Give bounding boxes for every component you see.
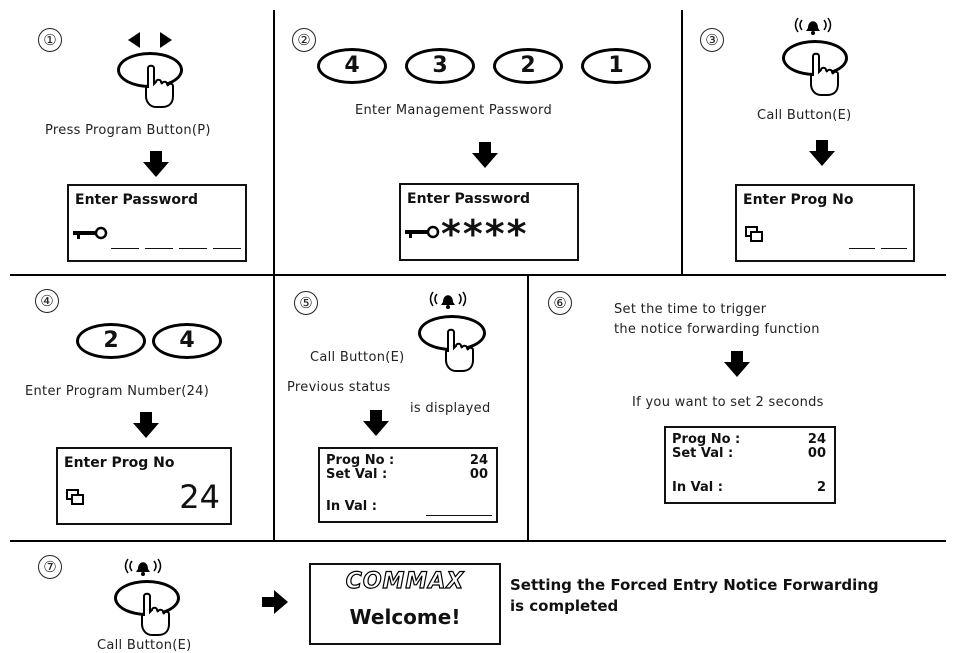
- finger-press-icon: [145, 64, 174, 108]
- divider-h2: [10, 540, 946, 542]
- step-2-lcd: Enter Password ****: [399, 183, 579, 261]
- key-icon: [73, 226, 108, 240]
- lcd-row-in: In Val :: [326, 499, 488, 514]
- right-arrow-icon: [262, 590, 288, 614]
- password-masked: ****: [441, 212, 529, 256]
- password-slot: [145, 248, 173, 249]
- step-2-caption: Enter Management Password: [355, 103, 553, 118]
- down-arrow-icon: [363, 410, 389, 436]
- step-4-lcd: Enter Prog No 24: [56, 447, 232, 525]
- row-label: Prog No :: [326, 453, 395, 468]
- step-3-lcd: Enter Prog No: [735, 184, 915, 262]
- step-3-caption: Call Button(E): [757, 108, 852, 123]
- step-1-number: ①: [38, 28, 62, 52]
- digit-key[interactable]: 2: [76, 323, 146, 359]
- digit-key[interactable]: 3: [405, 48, 475, 84]
- in-val-slot: [426, 515, 492, 516]
- row-label: In Val :: [672, 480, 723, 495]
- lcd-row-prog: Prog No : 24: [326, 453, 488, 468]
- ringing-bell-icon: [429, 291, 467, 309]
- step-7-number: ⑦: [38, 555, 62, 579]
- step-7-caption: Call Button(E): [97, 638, 192, 653]
- digit-key[interactable]: 4: [317, 48, 387, 84]
- step-2-number: ②: [292, 28, 316, 52]
- welcome-display: COMMAX Welcome!: [309, 563, 501, 645]
- step-5-note-line2: is displayed: [410, 401, 491, 416]
- lcd-row-in: In Val : 2: [672, 480, 826, 495]
- down-arrow-icon: [143, 151, 169, 177]
- step-4-caption: Enter Program Number(24): [25, 384, 210, 399]
- row-label: Prog No :: [672, 432, 741, 447]
- result-line1: Setting the Forced Entry Notice Forwardi…: [510, 576, 879, 594]
- divider-h1: [10, 274, 946, 276]
- lcd-title: Enter Password: [407, 191, 530, 207]
- finger-press-icon: [445, 328, 474, 372]
- password-slot: [179, 248, 207, 249]
- step-6-caption-line1: Set the time to trigger: [614, 302, 767, 317]
- step-3-number: ③: [700, 28, 724, 52]
- down-arrow-icon: [809, 140, 835, 166]
- lcd-row-prog: Prog No : 24: [672, 432, 826, 447]
- divider-v3: [273, 275, 275, 540]
- step-5-lcd: Prog No : 24 Set Val : 00 In Val :: [318, 447, 498, 523]
- divider-v4: [527, 275, 529, 540]
- prog-slot: [849, 248, 875, 249]
- row-value: 00: [807, 446, 826, 461]
- down-arrow-icon: [472, 142, 498, 168]
- step-5-caption: Call Button(E): [310, 350, 405, 365]
- row-value: 00: [469, 467, 488, 482]
- result-line2: is completed: [510, 597, 619, 615]
- step-1-lcd: Enter Password: [67, 184, 247, 262]
- row-value: 24: [807, 432, 826, 447]
- lcd-row-set: Set Val : 00: [672, 446, 826, 461]
- down-arrow-icon: [724, 351, 750, 377]
- lcd-title: Enter Password: [75, 192, 198, 208]
- down-arrow-icon: [133, 412, 159, 438]
- divider-v1: [273, 10, 275, 275]
- menu-icon: [66, 489, 84, 505]
- lcd-row-set: Set Val : 00: [326, 467, 488, 482]
- step-6-caption-line2: the notice forwarding function: [614, 322, 820, 337]
- lcd-title: Enter Prog No: [743, 192, 854, 208]
- divider-v2: [681, 10, 683, 275]
- step-6-lcd: Prog No : 24 Set Val : 00 In Val : 2: [664, 426, 836, 504]
- left-right-arrows-icon: [128, 32, 172, 48]
- row-label: Set Val :: [326, 467, 388, 482]
- finger-press-icon: [810, 52, 839, 96]
- step-4-number: ④: [35, 289, 59, 313]
- row-value: 2: [816, 480, 826, 495]
- ringing-bell-icon: [124, 558, 162, 576]
- step-5-note-line1: Previous status: [287, 380, 391, 395]
- menu-icon: [745, 226, 763, 242]
- step-6-caption2: If you want to set 2 seconds: [632, 395, 824, 410]
- key-icon: [405, 225, 440, 239]
- row-value: 24: [469, 453, 488, 468]
- step-5-number: ⑤: [294, 291, 318, 315]
- digit-key[interactable]: 4: [152, 323, 222, 359]
- digit-key[interactable]: 1: [581, 48, 651, 84]
- ringing-bell-icon: [794, 17, 832, 35]
- digit-key[interactable]: 2: [493, 48, 563, 84]
- lcd-title: Enter Prog No: [64, 455, 175, 471]
- row-label: In Val :: [326, 499, 377, 514]
- step-1-caption: Press Program Button(P): [45, 123, 211, 138]
- step-6-number: ⑥: [548, 291, 572, 315]
- row-label: Set Val :: [672, 446, 734, 461]
- prog-number-value: 24: [179, 478, 220, 516]
- welcome-text: Welcome!: [349, 605, 461, 629]
- finger-press-icon: [141, 592, 170, 636]
- password-slot: [213, 248, 241, 249]
- password-slot: [111, 248, 139, 249]
- prog-slot: [881, 248, 907, 249]
- commax-logo: COMMAX: [345, 568, 465, 594]
